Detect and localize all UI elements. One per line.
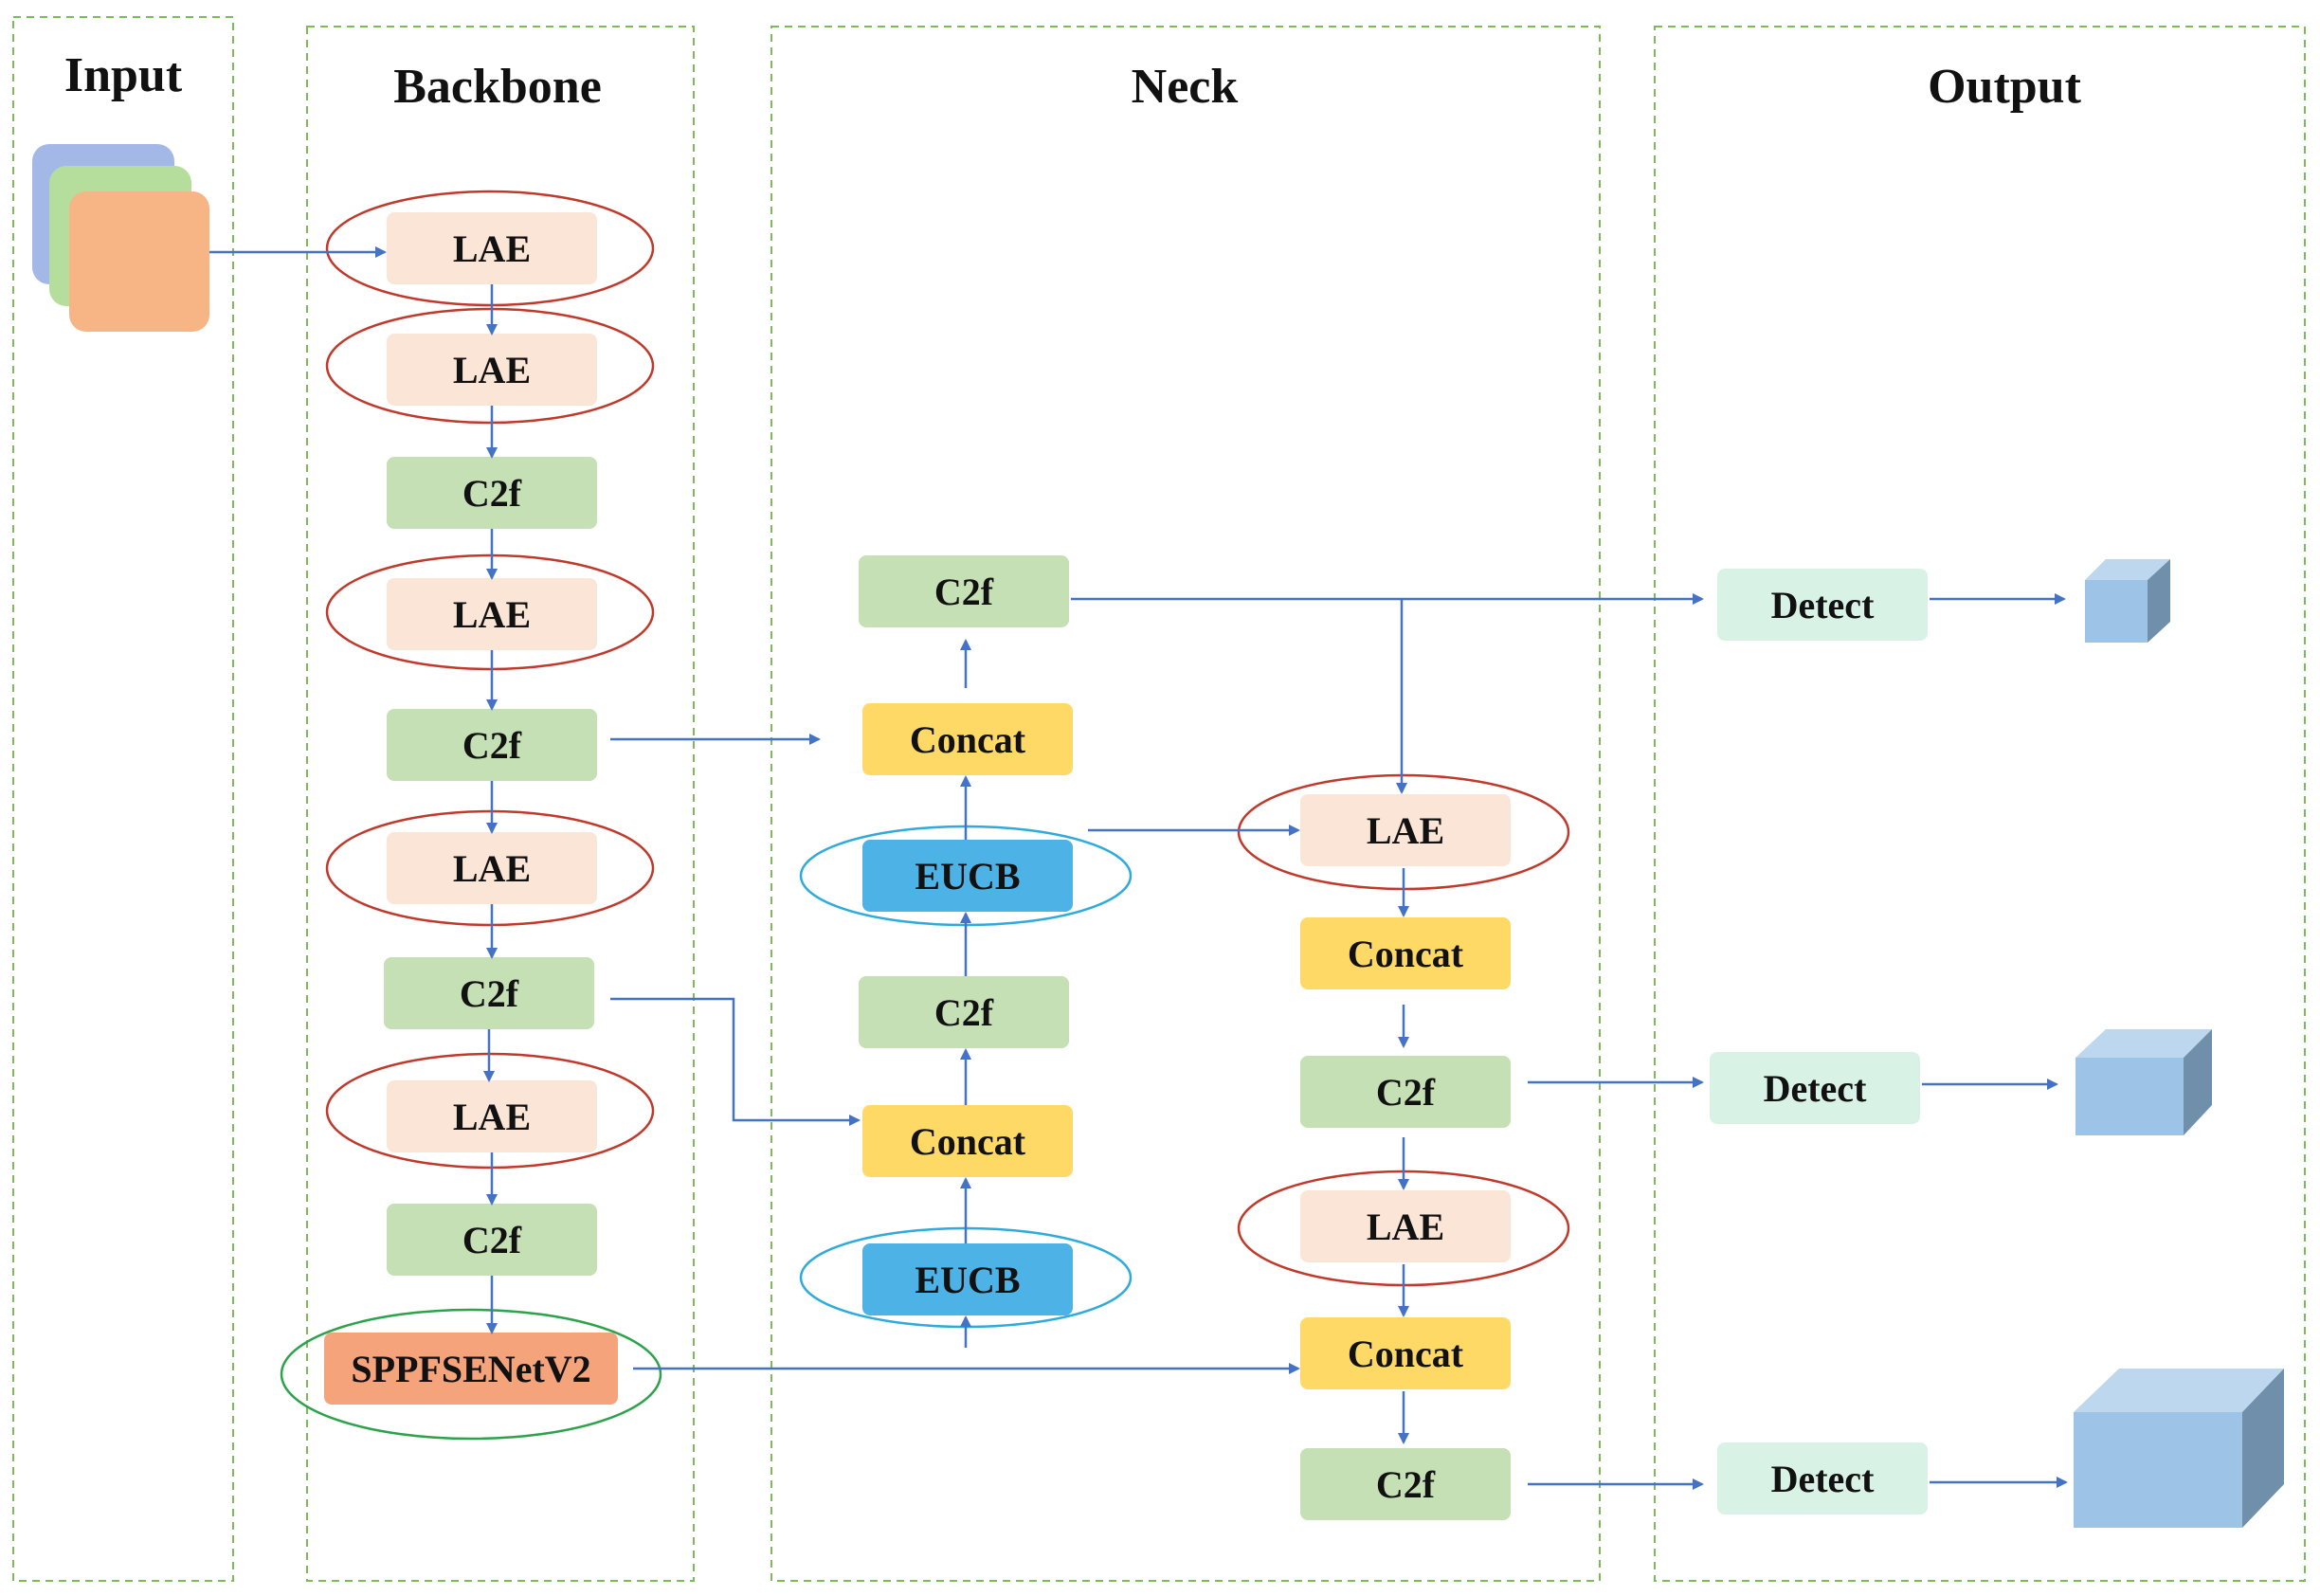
backbone-sppf — [324, 1333, 618, 1405]
backbone-sppf-label: SPPFSENetV2 — [351, 1348, 590, 1390]
input-layer-orange — [69, 191, 209, 332]
backbone-c2f-3 — [384, 957, 594, 1029]
neck-lae-b-label: LAE — [1367, 1206, 1444, 1248]
backbone-c2f-1-label: C2f — [462, 472, 522, 515]
neck-title: Neck — [1132, 60, 1239, 114]
backbone-lae-2-label: LAE — [453, 349, 531, 391]
backbone-lae-4 — [387, 832, 597, 904]
input-section — [12, 16, 234, 1582]
neck-eucb-2-label: EUCB — [915, 1259, 1020, 1301]
output-detect-1 — [1717, 569, 1928, 641]
backbone-c2f-1 — [387, 457, 597, 529]
output-detect-1-label: Detect — [1771, 584, 1875, 626]
neck-lae-b — [1300, 1190, 1511, 1262]
neck-eucb-2 — [862, 1243, 1073, 1315]
neck-c2f-mid-label: C2f — [934, 991, 994, 1034]
backbone-c2f-4 — [387, 1204, 597, 1276]
backbone-lae-5-label: LAE — [453, 1096, 531, 1138]
backbone-c2f-3-label: C2f — [460, 972, 519, 1015]
neck-c2f-mid — [859, 976, 1069, 1048]
output-detect-3 — [1717, 1442, 1928, 1514]
neck-c2f-b — [1300, 1448, 1511, 1520]
input-title: Input — [64, 48, 183, 102]
input-image-stack — [32, 144, 209, 332]
backbone-lae-4-label: LAE — [453, 847, 531, 890]
neck-concat-4 — [1300, 1317, 1511, 1389]
neck-concat-3-label: Concat — [1348, 933, 1464, 975]
output-detect-3-label: Detect — [1771, 1458, 1875, 1500]
neck-concat-2 — [862, 1105, 1073, 1177]
neck-c2f-a-label: C2f — [1376, 1071, 1436, 1114]
backbone-lae-1-label: LAE — [453, 227, 531, 270]
neck-lae-a — [1300, 794, 1511, 866]
neck-concat-3 — [1300, 917, 1511, 989]
lae-ring-3 — [325, 553, 655, 671]
neck-concat-4-label: Concat — [1348, 1333, 1464, 1375]
output-detect-2-label: Detect — [1764, 1067, 1867, 1110]
neck-concat-1 — [862, 703, 1073, 775]
backbone-lae-5 — [387, 1080, 597, 1152]
neck-c2f-top-label: C2f — [934, 571, 994, 613]
lae-ring-2 — [325, 307, 655, 425]
lae-ring-1 — [325, 190, 655, 307]
output-cube-small — [2085, 559, 2170, 643]
neck-lae-a-label: LAE — [1367, 809, 1444, 852]
backbone-lae-1 — [387, 212, 597, 284]
lae-ring-4 — [325, 809, 655, 927]
backbone-lae-3-label: LAE — [453, 593, 531, 636]
backbone-c2f-2-label: C2f — [462, 724, 522, 767]
backbone-title: Backbone — [393, 60, 602, 114]
backbone-lae-3 — [387, 578, 597, 650]
neck-concat-1-label: Concat — [910, 718, 1026, 761]
output-cube-medium — [2075, 1029, 2212, 1135]
neck-concat-2-label: Concat — [910, 1120, 1026, 1163]
neck-arrows — [610, 593, 1704, 1490]
backbone-arrows — [483, 284, 498, 1334]
neck-c2f-a — [1300, 1056, 1511, 1128]
neck-c2f-top — [859, 555, 1069, 627]
output-section — [1654, 26, 2306, 1582]
output-title: Output — [1928, 60, 2082, 114]
backbone-c2f-4-label: C2f — [462, 1219, 522, 1261]
neck-section — [770, 26, 1601, 1582]
output-cube-large — [2074, 1369, 2284, 1528]
neck-eucb-1-label: EUCB — [915, 855, 1020, 898]
output-arrows — [1922, 593, 2068, 1488]
neck-eucb-1 — [862, 840, 1073, 912]
output-detect-2 — [1710, 1052, 1920, 1124]
backbone-lae-2 — [387, 334, 597, 406]
backbone-c2f-2 — [387, 709, 597, 781]
backbone-section — [306, 26, 695, 1582]
sppf-ring — [280, 1308, 662, 1441]
neck-c2f-b-label: C2f — [1376, 1463, 1436, 1506]
